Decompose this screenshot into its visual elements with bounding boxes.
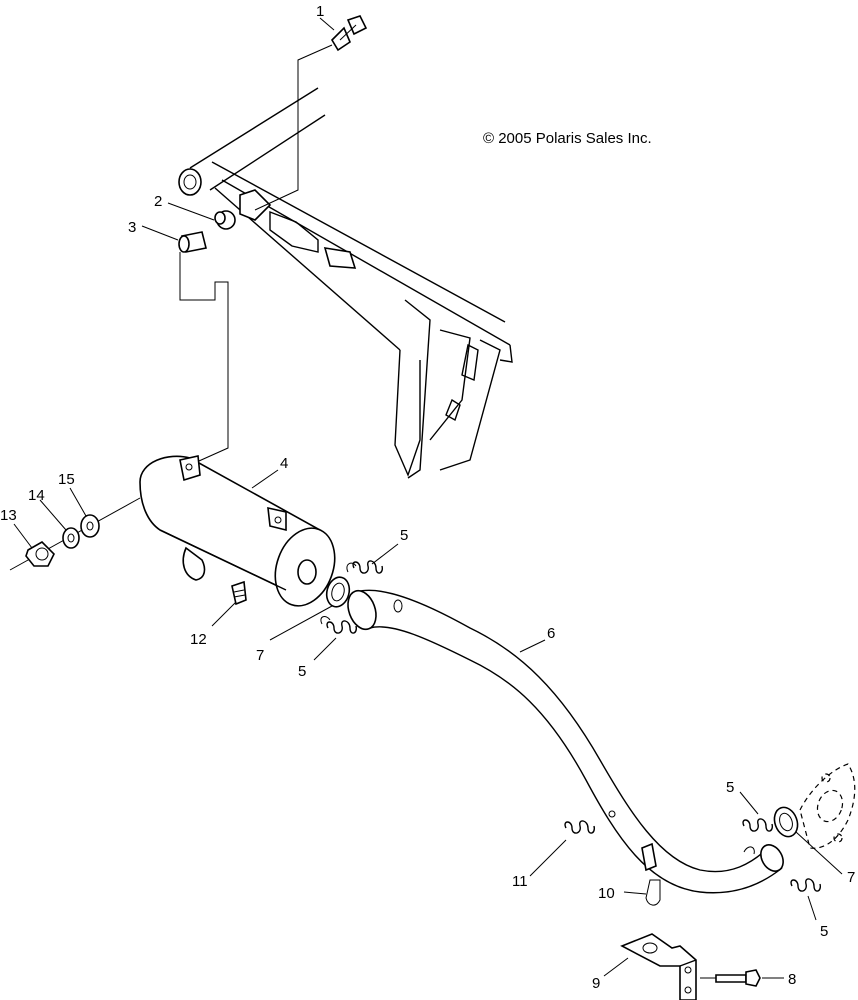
leader-part-5-lower	[313, 637, 337, 661]
callout-3: 3	[128, 219, 136, 236]
spring-part-11	[564, 820, 596, 834]
callout-14: 14	[28, 487, 45, 504]
lock-washer-part-14	[62, 527, 80, 549]
copyright-notice: © 2005 Polaris Sales Inc.	[483, 130, 652, 147]
callout-4: 4	[280, 455, 288, 472]
callout-11: 11	[512, 873, 528, 890]
callout-5-upper: 5	[400, 527, 408, 544]
gasket-part-7-muffler	[325, 576, 351, 608]
leader-part-12	[211, 601, 237, 627]
leader-part-2	[167, 202, 215, 221]
guide-line-bolt	[254, 44, 333, 211]
callout-5-right-upper: 5	[726, 779, 734, 796]
spring-part-5-right-upper	[742, 818, 774, 832]
grommet-part-2	[214, 210, 236, 230]
callout-7-muffler: 7	[256, 647, 264, 664]
bolt-part-1	[330, 15, 368, 52]
leader-part-9	[603, 957, 629, 977]
callout-6: 6	[547, 625, 555, 642]
callout-5-lower: 5	[298, 663, 306, 680]
cylinder-head-flange	[799, 763, 856, 849]
callout-13: 13	[0, 507, 17, 524]
hanger-part-10	[645, 879, 661, 906]
leader-part-5-right-lower	[807, 895, 817, 921]
nut-part-13	[25, 541, 55, 567]
callout-5-right-lower: 5	[820, 923, 828, 940]
callout-8: 8	[788, 971, 796, 988]
leader-part-13	[13, 523, 33, 549]
callout-12: 12	[190, 631, 207, 648]
leader-part-7-muffler	[269, 605, 333, 641]
leader-part-5-upper	[371, 543, 399, 565]
leader-part-5-right-upper	[739, 791, 759, 815]
spring-part-5-upper	[346, 560, 384, 574]
guide-line-bushing	[179, 252, 229, 466]
leader-part-6	[519, 639, 546, 653]
bracket-part-9	[620, 933, 697, 1000]
leader-part-3	[141, 225, 179, 241]
bushing-part-3	[178, 231, 207, 253]
callout-9: 9	[592, 975, 600, 992]
callout-7-head: 7	[847, 869, 855, 886]
leader-part-7-head	[795, 831, 843, 875]
frame-assembly	[178, 87, 513, 479]
washer-part-15	[80, 514, 100, 538]
leader-part-1	[319, 17, 335, 31]
leader-part-15	[69, 487, 87, 517]
leader-part-14	[39, 499, 67, 531]
spring-part-5-lower	[320, 616, 358, 634]
leader-part-10	[623, 891, 647, 895]
bolt-part-12	[231, 580, 247, 606]
muffler-part-4	[139, 455, 336, 607]
bolt-part-8	[700, 969, 761, 987]
callout-10: 10	[598, 885, 615, 902]
callout-15: 15	[58, 471, 75, 488]
callout-1: 1	[316, 3, 324, 20]
exhaust-pipe-part-6	[347, 589, 784, 894]
spring-part-5-right-lower	[790, 878, 822, 892]
leader-part-11	[529, 839, 567, 877]
leader-part-4	[251, 469, 279, 489]
callout-2: 2	[154, 193, 162, 210]
gasket-part-7-head	[773, 806, 799, 838]
